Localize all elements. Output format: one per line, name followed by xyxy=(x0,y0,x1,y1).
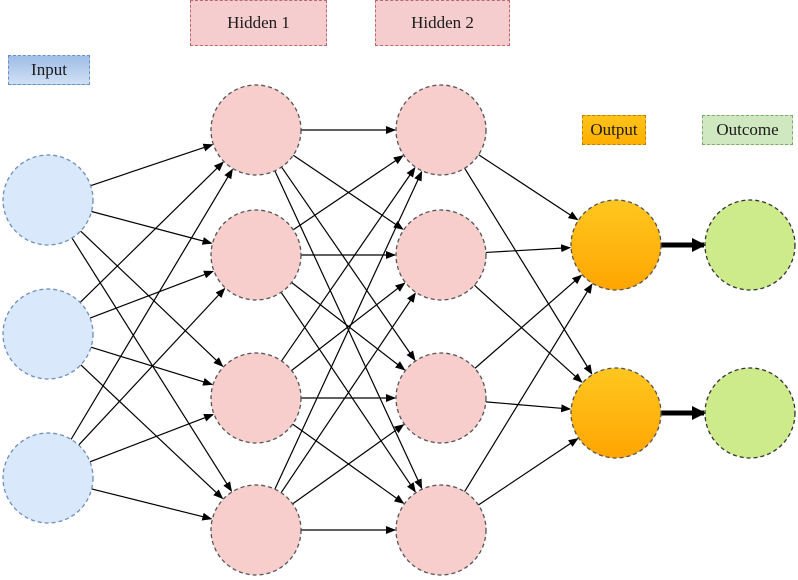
hidden2-node-3 xyxy=(395,352,487,444)
edge-hidden1-3-to-hidden2-1 xyxy=(281,167,416,362)
hidden1-node-4 xyxy=(210,484,302,576)
edge-hidden2-1-to-output-1 xyxy=(478,154,579,221)
edge-hidden2-4-to-output-1 xyxy=(464,283,593,492)
connection-edges xyxy=(70,126,706,534)
edge-input-2-to-hidden1-1 xyxy=(79,161,224,303)
edge-input-2-to-hidden1-2 xyxy=(89,270,214,319)
outcome-node-2 xyxy=(704,367,796,459)
edge-hidden1-4-to-hidden2-1 xyxy=(274,170,423,490)
hidden2-layer-label: Hidden 2 xyxy=(375,0,510,46)
output-node-2 xyxy=(570,367,662,459)
edge-hidden1-3-to-hidden2-2 xyxy=(291,282,406,371)
hidden2-node-1 xyxy=(395,84,487,176)
edge-input-1-to-hidden1-2 xyxy=(91,210,213,245)
hidden2-node-2 xyxy=(395,209,487,301)
input-node-1 xyxy=(2,154,94,246)
edge-input-3-to-hidden1-4 xyxy=(91,488,213,521)
input-node-2 xyxy=(2,288,94,380)
network-nodes xyxy=(2,84,796,576)
edge-input-2-to-hidden1-4 xyxy=(80,364,224,500)
edge-input-1-to-hidden1-1 xyxy=(90,143,214,187)
edge-input-3-to-hidden1-2 xyxy=(78,287,226,446)
edge-hidden1-4-to-hidden2-2 xyxy=(280,292,416,493)
edge-input-1-to-hidden1-4 xyxy=(71,237,233,492)
hidden1-node-2 xyxy=(210,209,302,301)
edge-hidden2-3-to-output-2 xyxy=(485,401,572,413)
edge-input-3-to-hidden1-1 xyxy=(70,168,233,440)
input-node-3 xyxy=(2,432,94,524)
edge-hidden2-2-to-output-1 xyxy=(485,244,572,254)
hidden2-node-4 xyxy=(395,484,487,576)
edge-input-2-to-hidden1-3 xyxy=(90,346,213,386)
edge-hidden2-1-to-output-2 xyxy=(464,167,593,375)
edge-input-3-to-hidden1-3 xyxy=(89,413,214,463)
edge-hidden2-4-to-output-2 xyxy=(478,438,579,506)
output-node-1 xyxy=(570,199,662,291)
input-layer-label: Input xyxy=(8,55,90,85)
output-layer-label: Output xyxy=(582,115,646,145)
hidden1-layer-label: Hidden 1 xyxy=(190,0,327,46)
edge-hidden2-2-to-output-2 xyxy=(473,284,583,383)
edge-hidden1-2-to-hidden2-1 xyxy=(292,155,404,231)
edge-hidden2-3-to-output-1 xyxy=(474,274,583,369)
hidden1-node-1 xyxy=(210,84,302,176)
hidden1-node-3 xyxy=(210,352,302,444)
edge-hidden1-4-to-hidden2-3 xyxy=(292,424,405,505)
outcome-node-1 xyxy=(704,199,796,291)
outcome-layer-label: Outcome xyxy=(702,115,793,145)
edge-input-1-to-hidden1-3 xyxy=(80,230,224,367)
